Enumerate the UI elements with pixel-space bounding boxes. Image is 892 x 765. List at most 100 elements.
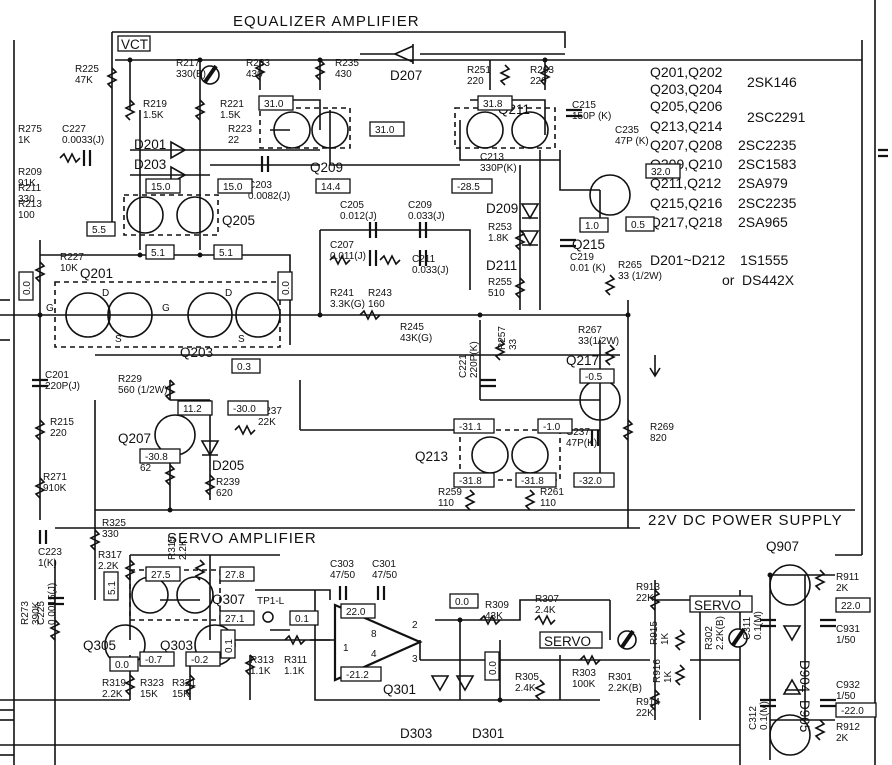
voltage-tag-box: [219, 566, 255, 582]
component-value: 1K: [663, 670, 674, 683]
component-ref: R217: [176, 58, 200, 69]
legend-part: 2SC2235: [738, 137, 797, 153]
component-ref: R239: [216, 477, 240, 488]
voltage-tag-text: 31.8: [483, 99, 503, 110]
transistor-label: Q209: [310, 160, 343, 175]
voltage-tag-box: [139, 448, 181, 464]
component-ref: C223: [38, 547, 62, 558]
component-value: 1K: [18, 135, 31, 146]
component-ref: R273: [20, 601, 31, 625]
voltage-tag-box: [453, 472, 495, 488]
component-value: 560 (1/2W): [118, 385, 167, 396]
transistor-label: Q303: [160, 638, 193, 653]
pin-label: D: [102, 288, 109, 299]
voltage-tag-text: 0.0: [115, 660, 129, 671]
voltage-tag-box: [217, 178, 253, 194]
component-value: 47/50: [372, 570, 397, 581]
voltage-tag-box: [477, 95, 513, 111]
component-value: 1.5K: [220, 110, 241, 121]
legend-line: Q201,Q202: [650, 64, 723, 80]
voltage-tag-text: 0.1: [295, 614, 309, 625]
component-ref: R307: [535, 594, 559, 605]
component-ref: C215: [572, 100, 596, 111]
component-ref: C205: [340, 200, 364, 211]
voltage-tag-box: [579, 217, 609, 233]
component-value: 3.3K(G): [330, 299, 365, 310]
component-value: 10K: [60, 263, 78, 274]
voltage-tag-text: -28.5: [457, 182, 480, 193]
component-value: 2.4K: [515, 683, 536, 694]
component-value: 1.8K: [488, 233, 509, 244]
component-value: 510: [488, 288, 505, 299]
voltage-tag-text: -32.0: [579, 476, 602, 487]
component-value: 330: [102, 529, 119, 540]
component-value: 430: [246, 69, 263, 80]
transistor-label: Q907: [766, 539, 799, 554]
voltage-tag: 0.5: [625, 216, 655, 232]
pin-label: G: [162, 303, 170, 314]
legend-line: Q205,Q206: [650, 98, 723, 114]
transistor-label: Q307: [212, 592, 245, 607]
voltage-tag-text: -30.8: [145, 452, 168, 463]
component-value: 150P (K): [572, 111, 611, 122]
voltage-tag-box: [219, 610, 255, 626]
component-value: 0.011(J): [330, 251, 366, 262]
component-value: 43K(G): [400, 333, 432, 344]
pin-label: 3: [412, 654, 418, 665]
voltage-tag-text: 22.0: [346, 607, 366, 618]
component-ref: C227: [62, 124, 86, 135]
servo-title: SERVO AMPLIFIER: [167, 530, 317, 547]
component-ref: R237: [258, 406, 282, 417]
component-ref: C311: [742, 616, 753, 640]
transistor-symbols: [65, 111, 811, 756]
component-value: 47P (K): [615, 136, 649, 147]
voltage-tag-box: [645, 163, 681, 179]
diode-label: D301: [472, 726, 504, 741]
component-ref: R261: [540, 487, 564, 498]
component-ref: C235: [615, 125, 639, 136]
component-ref: R229: [118, 374, 142, 385]
voltage-tag-box: [449, 593, 479, 609]
component-ref: R263: [530, 65, 554, 76]
component-ref: R317: [98, 550, 122, 561]
component-value: 390K: [31, 601, 42, 625]
diode-label: D905: [797, 700, 812, 732]
voltage-tag: 0.0: [484, 651, 500, 681]
voltage-tag: 31.8: [477, 95, 513, 111]
component-value: 160: [368, 299, 385, 310]
voltage-tag-box: [315, 178, 351, 194]
transistor-labels: Q201Q203Q205Q207Q209Q211Q213Q215Q217Q301…: [80, 102, 799, 697]
voltage-tag: -0.5: [579, 368, 615, 384]
diode-label: D207: [390, 68, 422, 83]
voltage-tag-text: -0.2: [191, 655, 209, 666]
voltage-tag: -30.0: [227, 400, 269, 416]
component-ref: R302: [704, 626, 715, 650]
component-labels: R22547KR217330(B)R2191.5KR2211.5KR22322R…: [18, 58, 860, 744]
component-ref: R325: [102, 518, 126, 529]
voltage-tag-box: [177, 400, 213, 416]
voltage-tag: 15.0: [217, 178, 253, 194]
voltage-tag-box: [139, 651, 175, 667]
component-ref: R271: [43, 472, 67, 483]
component-ref: R211: [18, 183, 42, 194]
component-value: 62: [140, 463, 152, 474]
voltage-tag-box: [573, 472, 615, 488]
component-ref: R233: [246, 58, 270, 69]
voltage-tag-text: 0.5: [631, 220, 645, 231]
voltage-tag: 0.1: [289, 610, 319, 626]
component-value: 15K: [172, 689, 190, 700]
voltage-tag: 31.0: [369, 121, 405, 137]
component-value: 430: [335, 69, 352, 80]
component-value: 22K: [636, 593, 654, 604]
component-ref: R253: [488, 222, 512, 233]
component-value: 47/50: [330, 570, 355, 581]
component-value: 2.2K: [98, 561, 119, 572]
component-ref: R913: [636, 582, 660, 593]
voltage-tag-box: [537, 418, 573, 434]
voltage-tag-text: 5.5: [92, 225, 106, 236]
voltage-tag-box: [231, 358, 261, 374]
voltage-tag: 1.0: [579, 217, 609, 233]
voltage-tag: 5.1: [103, 571, 119, 601]
voltage-tag-text: 0.3: [237, 362, 251, 373]
